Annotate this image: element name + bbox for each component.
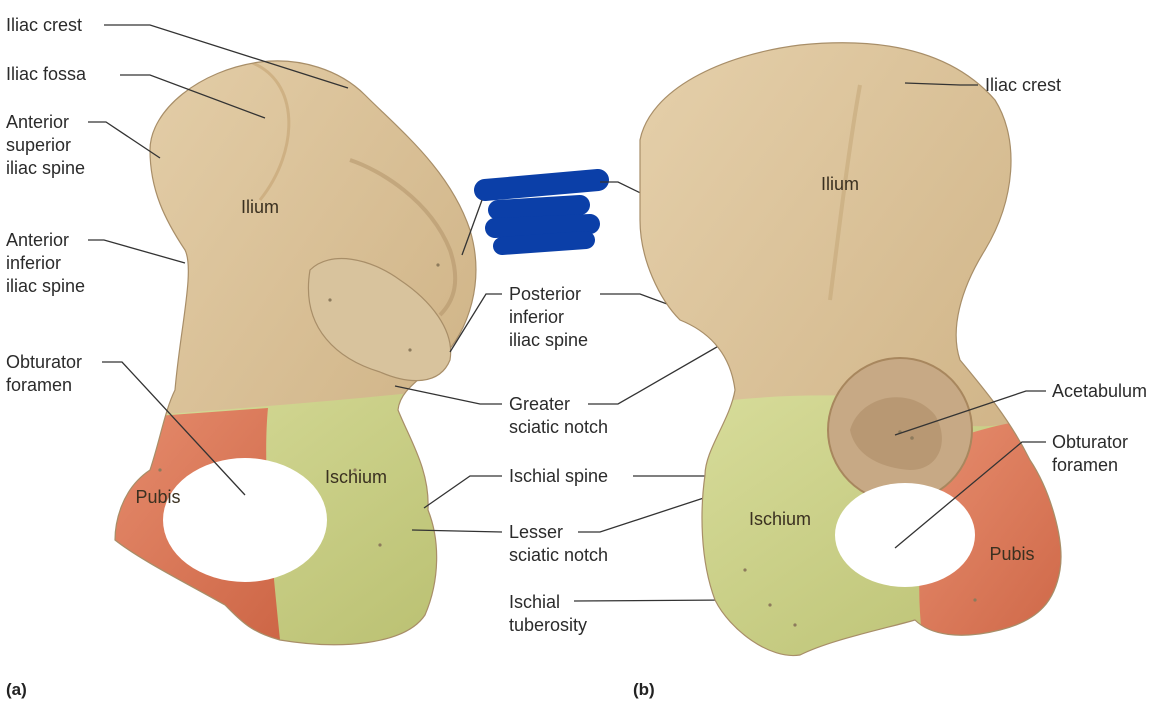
svg-text:Posterior inferior: Posterior inferior iliac spine [509,284,588,350]
label-line: sciatic notch [509,545,608,565]
label-line: Ischial spine [509,466,608,486]
label-ischial-spine: Ischial spine [423,466,706,509]
label-obturator-foramen-left: Obturator foramen [6,352,246,496]
label-line: Greater [509,394,570,414]
label-line: Anterior [6,112,69,132]
svg-text:Anterior inferior: Anterior inferior iliac spine [6,230,85,296]
svg-text:Ischial spine: Ischial spine [509,466,608,486]
ischium-label-a: Ischium [325,467,387,487]
label-line: sciatic notch [509,417,608,437]
panel-label-b: (b) [633,680,655,699]
label-line: Iliac crest [985,75,1061,95]
obturator-foramen-a [163,458,327,582]
pubis-label-b: Pubis [989,544,1034,564]
obturator-foramen-b [835,483,975,587]
ilium-label-b: Ilium [821,174,859,194]
label-line: Iliac fossa [6,64,87,84]
pubis-label-a: Pubis [135,487,180,507]
label-line: inferior [6,253,61,273]
label-line: Lesser [509,522,563,542]
label-iliac-crest-right: Iliac crest [904,75,1061,95]
label-line: Obturator [1052,432,1128,452]
label-line: iliac spine [509,330,588,350]
svg-text:Greater sciatic notch: Greater sciatic notch [509,394,608,437]
svg-text:Ischial tuberosity: Ischial tuberosity [509,592,587,635]
label-acetabulum: Acetabulum [894,381,1147,436]
ischium-label-b: Ischium [749,509,811,529]
label-aiis: Anterior inferior iliac spine [6,230,186,296]
svg-text:Anterior superior: Anterior superior iliac spine [6,112,85,178]
label-line: iliac spine [6,158,85,178]
label-ischial-tuberosity: Ischial tuberosity [509,592,731,635]
panel-label-a: (a) [6,680,27,699]
label-iliac-fossa: Iliac fossa [6,64,266,119]
auricular-surface-a [307,258,452,382]
label-asis: Anterior superior iliac spine [6,112,161,178]
label-line: tuberosity [509,615,587,635]
label-iliac-crest-left: Iliac crest [6,15,349,89]
label-lesser-sciatic-notch: Lesser sciatic notch [411,491,723,565]
label-line: Anterior [6,230,69,250]
svg-text:Obturator foramen: Obturator foramen [1052,432,1133,475]
label-line: iliac spine [6,276,85,296]
svg-text:Iliac crest: Iliac crest [6,15,82,35]
redaction-scribble [461,169,666,256]
bone-b [639,42,1062,657]
bone-a [114,60,477,646]
ilium-label-a: Ilium [241,197,279,217]
label-line: superior [6,135,71,155]
svg-text:Obturator foramen: Obturator foramen [6,352,87,395]
label-line: Obturator [6,352,82,372]
label-line: Ischial [509,592,560,612]
label-posterior-inferior-iliac-spine: Posterior inferior iliac spine [449,284,706,353]
label-greater-sciatic-notch: Greater sciatic notch [394,324,756,437]
svg-text:Lesser sciatic notch: Lesser sciatic notch [509,522,608,565]
svg-text:Acetabulum: Acetabulum [1052,381,1147,401]
label-line: Acetabulum [1052,381,1147,401]
label-line: foramen [1052,455,1118,475]
label-obturator-foramen-right: Obturator foramen [894,432,1133,549]
svg-text:Iliac crest: Iliac crest [985,75,1061,95]
svg-text:Iliac fossa: Iliac fossa [6,64,87,84]
label-line: Posterior [509,284,581,304]
label-line: foramen [6,375,72,395]
label-line: Iliac crest [6,15,82,35]
label-line: inferior [509,307,564,327]
